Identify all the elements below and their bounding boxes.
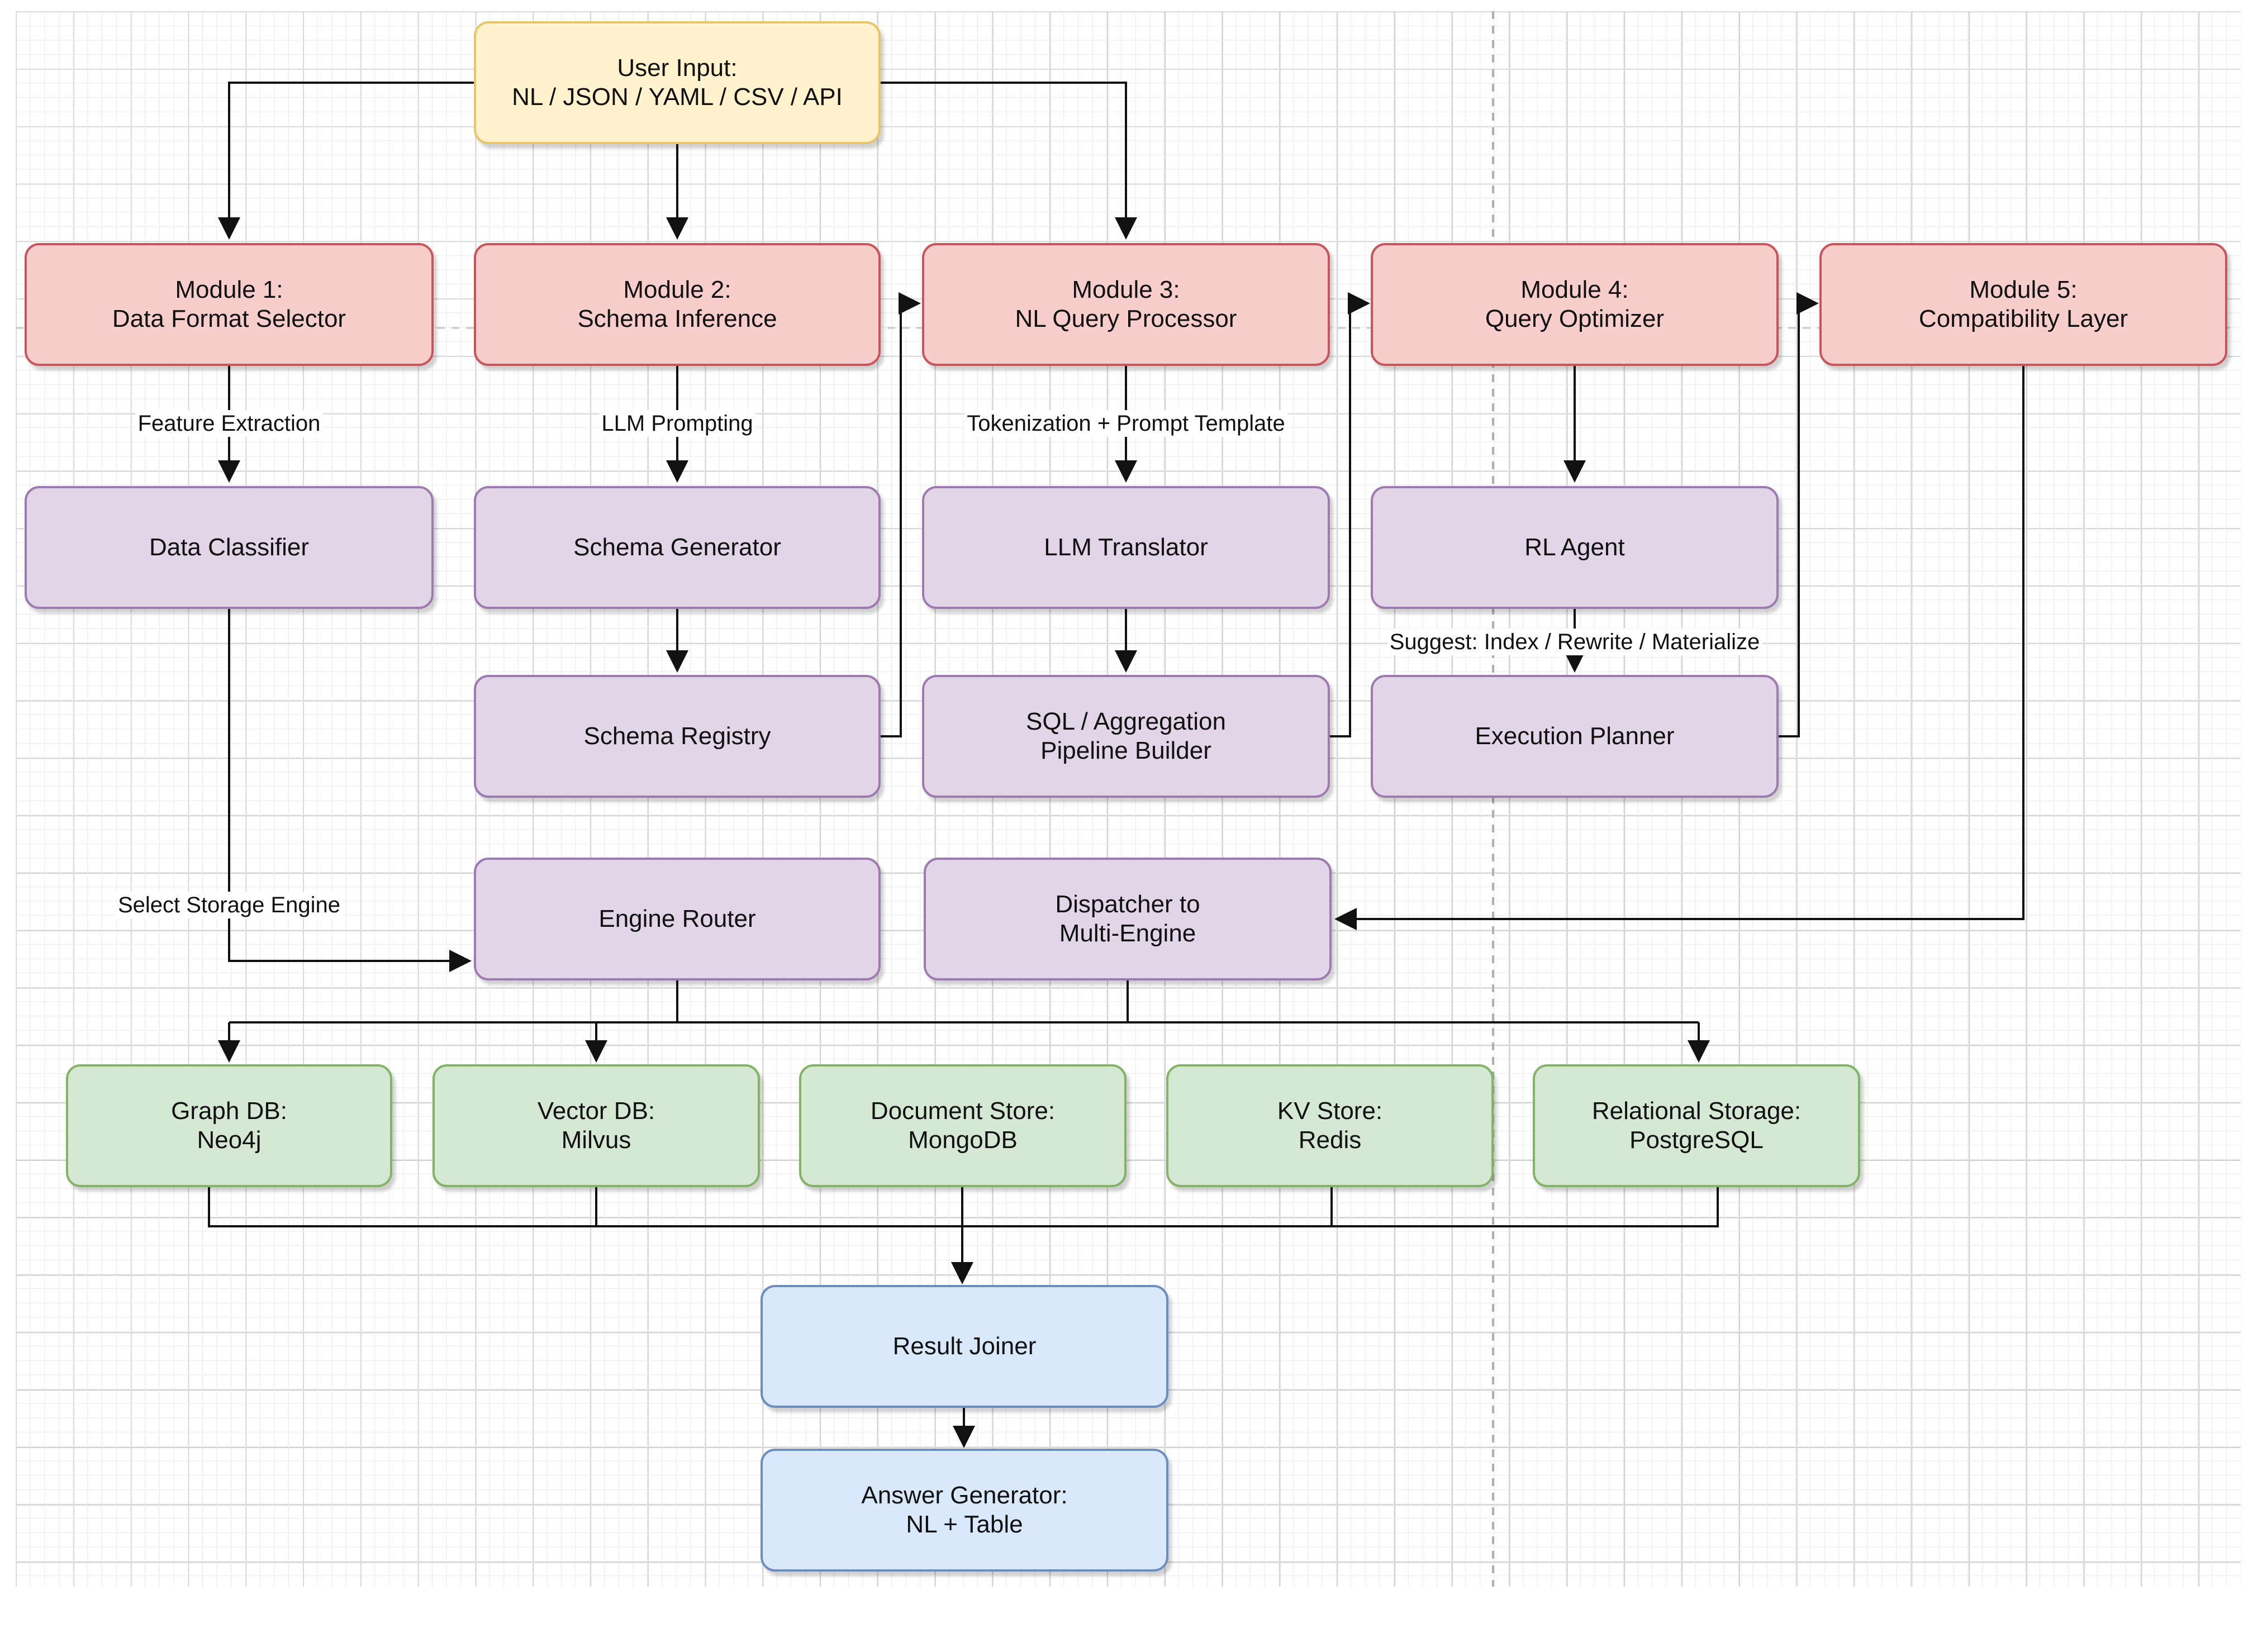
engine-router-node: Engine Router — [474, 858, 881, 980]
edge-label-tokenization: Tokenization + Prompt Template — [964, 410, 1287, 437]
edge-planner-module5 — [1779, 292, 1819, 737]
execution-planner-label: Execution Planner — [1475, 722, 1675, 750]
edge-label-suggest: Suggest: Index / Rewrite / Materialize — [1387, 629, 1762, 655]
graph-db-engine: Neo4j — [197, 1126, 262, 1154]
document-store-type: Document Store: — [870, 1097, 1056, 1125]
edge-label-select-storage: Select Storage Engine — [115, 892, 343, 918]
dispatcher-line2: Multi-Engine — [1059, 920, 1196, 947]
sql-pipeline-builder-node: SQL / Aggregation Pipeline Builder — [922, 675, 1330, 798]
llm-translator-label: LLM Translator — [1044, 534, 1208, 561]
module-1-node: Module 1: Data Format Selector — [25, 243, 434, 366]
edge-input-module1 — [218, 82, 474, 240]
edge-classifier-router — [228, 609, 472, 972]
answer-generator-node: Answer Generator: NL + Table — [761, 1449, 1168, 1572]
edge-input-module3 — [881, 82, 1137, 240]
module-3-name: NL Query Processor — [1015, 305, 1237, 332]
sql-pipeline-builder-line1: SQL / Aggregation — [1026, 708, 1226, 735]
relational-storage-node: Relational Storage: PostgreSQL — [1533, 1064, 1860, 1187]
edge-label-llm-prompting: LLM Prompting — [599, 410, 755, 437]
kv-store-type: KV Store: — [1277, 1097, 1383, 1125]
vector-db-type: Vector DB: — [537, 1097, 655, 1125]
sql-pipeline-builder-line2: Pipeline Builder — [1040, 737, 1211, 764]
module-4-node: Module 4: Query Optimizer — [1371, 243, 1779, 366]
answer-generator-format: NL + Table — [906, 1511, 1023, 1538]
kv-store-engine: Redis — [1298, 1126, 1362, 1154]
module-2-node: Module 2: Schema Inference — [474, 243, 881, 366]
document-store-node: Document Store: MongoDB — [799, 1064, 1127, 1187]
module-5-number: Module 5: — [1969, 276, 2078, 303]
edge-label-feature-extraction: Feature Extraction — [135, 410, 323, 437]
vector-db-node: Vector DB: Milvus — [433, 1064, 760, 1187]
vector-db-engine: Milvus — [561, 1126, 631, 1154]
module-2-number: Module 2: — [623, 276, 731, 303]
relational-storage-type: Relational Storage: — [1591, 1097, 1802, 1125]
answer-generator-title: Answer Generator: — [861, 1482, 1068, 1509]
user-input-node: User Input: NL / JSON / YAML / CSV / API — [474, 21, 881, 144]
data-classifier-label: Data Classifier — [149, 534, 310, 561]
rl-agent-label: RL Agent — [1524, 534, 1625, 561]
execution-planner-node: Execution Planner — [1371, 675, 1779, 798]
module-4-name: Query Optimizer — [1485, 305, 1665, 332]
graph-db-node: Graph DB: Neo4j — [66, 1064, 392, 1187]
llm-translator-node: LLM Translator — [922, 486, 1330, 609]
data-classifier-node: Data Classifier — [25, 486, 434, 609]
module-1-number: Module 1: — [175, 276, 283, 303]
edge-module5-dispatcher — [1334, 366, 2024, 930]
module-1-name: Data Format Selector — [112, 305, 346, 332]
schema-registry-node: Schema Registry — [474, 675, 881, 798]
edge-registry-module3 — [881, 292, 921, 737]
schema-generator-node: Schema Generator — [474, 486, 881, 609]
graph-db-type: Graph DB: — [171, 1097, 287, 1125]
result-joiner-node: Result Joiner — [761, 1285, 1168, 1408]
module-3-node: Module 3: NL Query Processor — [922, 243, 1330, 366]
schema-generator-label: Schema Generator — [573, 534, 781, 561]
engine-router-label: Engine Router — [598, 905, 756, 932]
result-joiner-label: Result Joiner — [892, 1332, 1037, 1360]
kv-store-node: KV Store: Redis — [1166, 1064, 1494, 1187]
module-5-node: Module 5: Compatibility Layer — [1819, 243, 2227, 366]
rl-agent-node: RL Agent — [1371, 486, 1779, 609]
module-4-number: Module 4: — [1520, 276, 1629, 303]
edge-builder-module4 — [1330, 292, 1370, 737]
dispatcher-node: Dispatcher to Multi-Engine — [924, 858, 1332, 980]
module-2-name: Schema Inference — [577, 305, 777, 332]
dispatcher-line1: Dispatcher to — [1055, 891, 1200, 918]
relational-storage-engine: PostgreSQL — [1629, 1126, 1764, 1154]
user-input-title: User Input: — [617, 54, 738, 82]
user-input-formats: NL / JSON / YAML / CSV / API — [512, 83, 843, 111]
schema-registry-label: Schema Registry — [583, 722, 771, 750]
module-5-name: Compatibility Layer — [1918, 305, 2128, 332]
document-store-engine: MongoDB — [908, 1126, 1018, 1154]
module-3-number: Module 3: — [1072, 276, 1180, 303]
